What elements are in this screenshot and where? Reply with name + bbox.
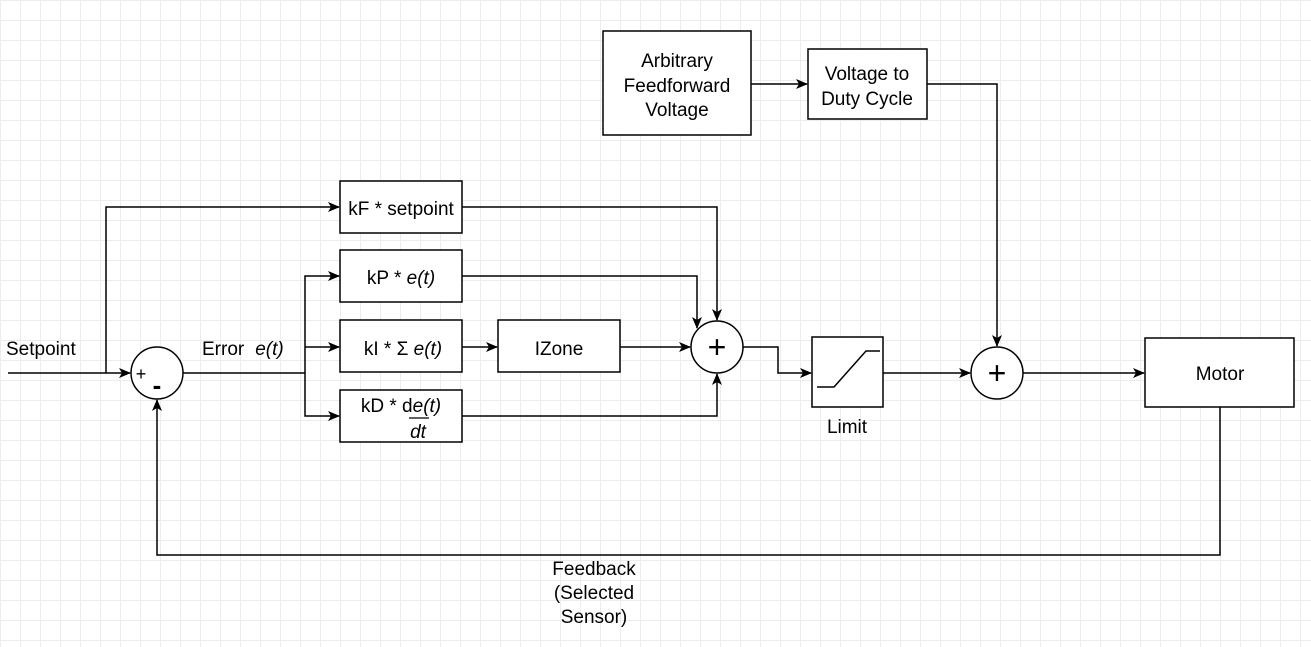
kp-block: kP * e(t) (339, 249, 463, 303)
izone-block: IZone (497, 319, 621, 373)
kf-label: kF * setpoint (348, 199, 454, 220)
motor-block: Motor (1144, 337, 1295, 408)
feedback-label: Feedback (Selected Sensor) (552, 559, 636, 628)
ki-block: kI * Σ e(t) (339, 319, 463, 373)
feedback-line-2: (Selected (554, 583, 634, 604)
limit-label: Limit (827, 417, 868, 438)
kf-block: kF * setpoint (339, 180, 463, 234)
kd-expr: e(t) (413, 396, 442, 417)
voltage-to-duty-block: Voltage to Duty Cycle (807, 48, 928, 120)
kd-prefix: kD * d (361, 396, 413, 417)
plus-icon: + (708, 329, 727, 365)
arbitrary-feedforward-block: Arbitrary Feedforward Voltage (602, 30, 752, 136)
ki-prefix: kI * Σ (364, 339, 414, 360)
setpoint-label: Setpoint (6, 339, 76, 360)
kd-label: kD * de(t) (361, 396, 441, 417)
arbitrary-ff-line-2: Feedforward (624, 76, 731, 97)
v-to-duty-line-2: Duty Cycle (821, 89, 913, 110)
feedback-line-1: Feedback (552, 559, 636, 580)
kp-to-sum-arrow (462, 275, 702, 329)
saturation-icon (817, 350, 880, 388)
ki-label: kI * Σ e(t) (364, 339, 442, 360)
plus-icon: + (988, 355, 1007, 391)
ki-expr: e(t) (414, 339, 443, 360)
error-to-kd-arrow (304, 373, 340, 421)
kp-expr: e(t) (407, 268, 436, 289)
kd-denominator: dt (410, 422, 427, 443)
pid-summing-junction: + (690, 320, 744, 374)
izone-label: IZone (535, 339, 584, 360)
error-word: Error (202, 339, 245, 360)
kd-block: kD * de(t) dt (339, 389, 463, 443)
error-to-kp-arrow (304, 271, 340, 373)
kp-prefix: kP * (367, 268, 407, 289)
limit-block (811, 336, 884, 408)
duty-to-sum-arrow (927, 83, 1002, 347)
motor-label: Motor (1196, 364, 1245, 385)
error-symbol: e(t) (255, 339, 284, 360)
plus-sign: + (136, 364, 147, 384)
kp-label: kP * e(t) (367, 268, 435, 289)
output-summing-junction: + (970, 346, 1024, 400)
feedback-arrow (152, 399, 1221, 556)
error-label: Error e(t) (202, 339, 284, 360)
arbitrary-ff-line-1: Arbitrary (641, 51, 713, 72)
arbitrary-ff-line-3: Voltage (645, 100, 708, 121)
error-summing-junction: + - (130, 346, 184, 400)
minus-sign: - (153, 370, 162, 400)
kd-to-sum-arrow (462, 373, 722, 417)
kf-to-sum-arrow (462, 206, 722, 321)
v-to-duty-line-1: Voltage to (825, 64, 910, 85)
setpoint-to-kf-arrow (105, 202, 340, 373)
feedback-line-3: Sensor) (561, 607, 628, 628)
sum-to-limit-arrow (743, 346, 812, 378)
